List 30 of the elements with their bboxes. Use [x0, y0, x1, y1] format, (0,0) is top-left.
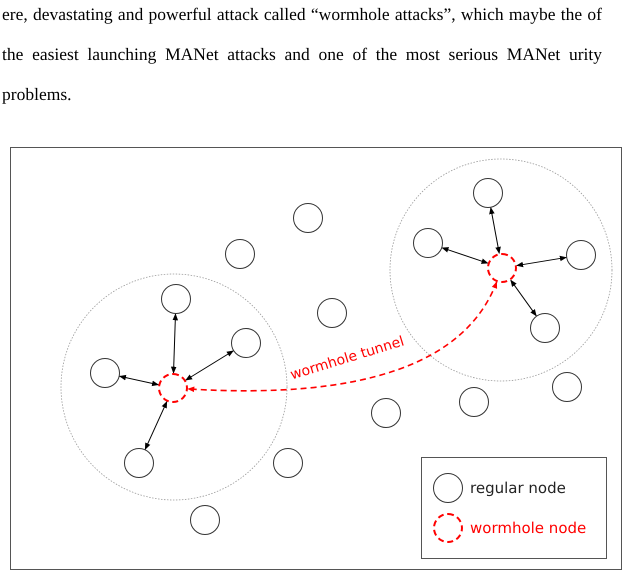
arrow [489, 207, 501, 254]
regular-node [317, 298, 347, 328]
regular-node [225, 239, 255, 269]
dashed-arrow [187, 281, 498, 392]
arrow [516, 256, 567, 268]
regular-node [566, 240, 596, 270]
regular-node [161, 284, 191, 314]
regular-node [473, 178, 503, 208]
regular-node [293, 203, 323, 233]
arrow [170, 313, 178, 374]
regular-node [371, 398, 401, 428]
regular-node [459, 387, 489, 417]
arrow [185, 350, 234, 381]
regular-node [273, 448, 303, 478]
regular-node [231, 328, 261, 358]
wormhole-node [487, 253, 517, 283]
arrow [442, 247, 488, 264]
arrow [144, 401, 168, 450]
legend-label: regular node [470, 478, 566, 498]
regular-node [413, 228, 443, 258]
regular-node [530, 313, 560, 343]
legend-label: wormhole node [470, 518, 586, 538]
arrow [510, 280, 537, 316]
arrow [118, 374, 160, 386]
paragraph: ere, devastating and powerful attack called “wormhole attacks”, which maybe the of the easiest launching MANet attacks and one of the most serious MANet urity problems. [2, 3, 602, 106]
wormhole-node [158, 373, 188, 403]
regular-node [190, 505, 220, 535]
regular-node [124, 448, 154, 478]
regular-node [552, 372, 582, 402]
regular-node [90, 358, 120, 388]
